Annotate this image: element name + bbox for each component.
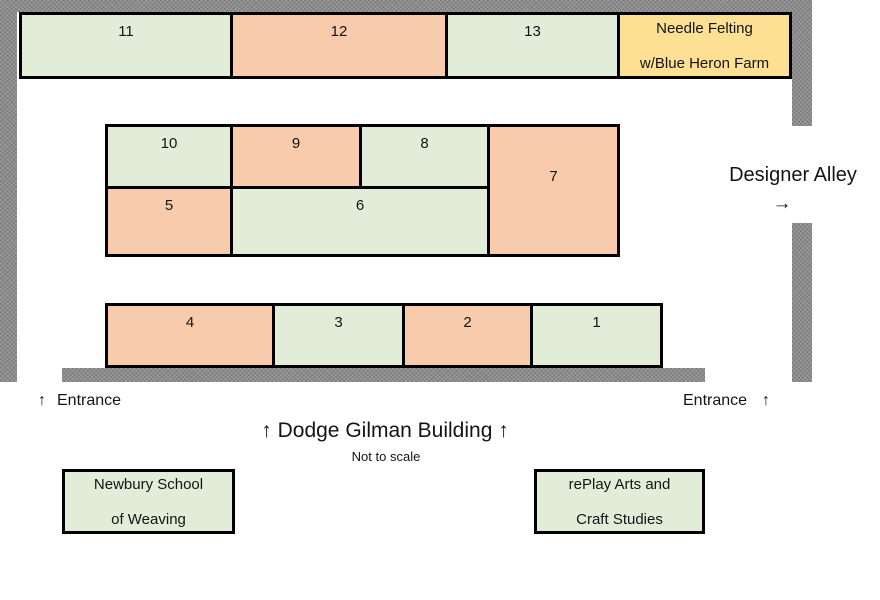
booth-label: 12 bbox=[330, 23, 348, 40]
booth-13: 13 bbox=[445, 12, 620, 79]
entrance-right-label: Entrance ↑ bbox=[683, 392, 770, 410]
building-title: ↑ Dodge Gilman Building ↑ bbox=[261, 419, 509, 442]
booth-label-line2: w/Blue Heron Farm bbox=[639, 54, 770, 72]
booth-3: 3 bbox=[272, 303, 405, 368]
wall-left bbox=[0, 0, 17, 382]
booth-7: 7 bbox=[487, 124, 620, 257]
booth-needle-felting: Needle Felting w/Blue Heron Farm bbox=[617, 12, 792, 79]
booth-label: 9 bbox=[291, 135, 301, 152]
booth-label: 13 bbox=[524, 23, 541, 40]
entrance-text: Entrance bbox=[57, 392, 122, 409]
booth-6: 6 bbox=[230, 186, 490, 257]
booth-11: 11 bbox=[19, 12, 233, 79]
entrance-text: Entrance bbox=[683, 392, 748, 409]
studio-label-line2: Craft Studies bbox=[576, 510, 663, 528]
booth-label-line1: Needle Felting bbox=[656, 19, 753, 37]
studio-label-line1: rePlay Arts and bbox=[568, 475, 671, 493]
studio-label-line1: Newbury School bbox=[93, 475, 204, 493]
studio-replay-arts-and-craft-studies: rePlay Arts and Craft Studies bbox=[534, 469, 705, 534]
designer-alley-label: Designer Alley bbox=[729, 164, 857, 186]
scale-note: Not to scale bbox=[351, 449, 421, 464]
booth-label: 4 bbox=[185, 314, 195, 331]
right-arrow-icon: → bbox=[772, 193, 792, 214]
booth-label: 3 bbox=[334, 314, 343, 331]
booth-12: 12 bbox=[230, 12, 448, 79]
booth-2: 2 bbox=[402, 303, 533, 368]
studio-newbury-school-of-weaving: Newbury School of Weaving bbox=[62, 469, 235, 534]
studio-label-line2: of Weaving bbox=[111, 510, 186, 528]
booth-10: 10 bbox=[105, 124, 233, 189]
booth-label: 1 bbox=[592, 314, 601, 331]
booth-label: 7 bbox=[549, 168, 558, 185]
wall-bottom bbox=[62, 368, 705, 382]
booth-8: 8 bbox=[359, 124, 490, 189]
booth-label: 8 bbox=[420, 135, 429, 152]
booth-1: 1 bbox=[530, 303, 663, 368]
booth-label: 10 bbox=[160, 135, 178, 152]
booth-label: 5 bbox=[164, 197, 174, 214]
booth-9: 9 bbox=[230, 124, 362, 189]
wall-top bbox=[0, 0, 812, 12]
wall-right-upper bbox=[792, 0, 812, 126]
booth-label: 2 bbox=[463, 314, 472, 331]
up-arrow-icon: ↑ bbox=[38, 392, 46, 409]
booth-label: 6 bbox=[355, 197, 365, 214]
wall-right-lower bbox=[792, 223, 812, 382]
booth-label: 11 bbox=[118, 23, 134, 40]
entrance-left-label: ↑ Entrance bbox=[38, 392, 121, 410]
up-arrow-icon: ↑ bbox=[762, 392, 771, 409]
booth-4: 4 bbox=[105, 303, 275, 368]
booth-5: 5 bbox=[105, 186, 233, 257]
